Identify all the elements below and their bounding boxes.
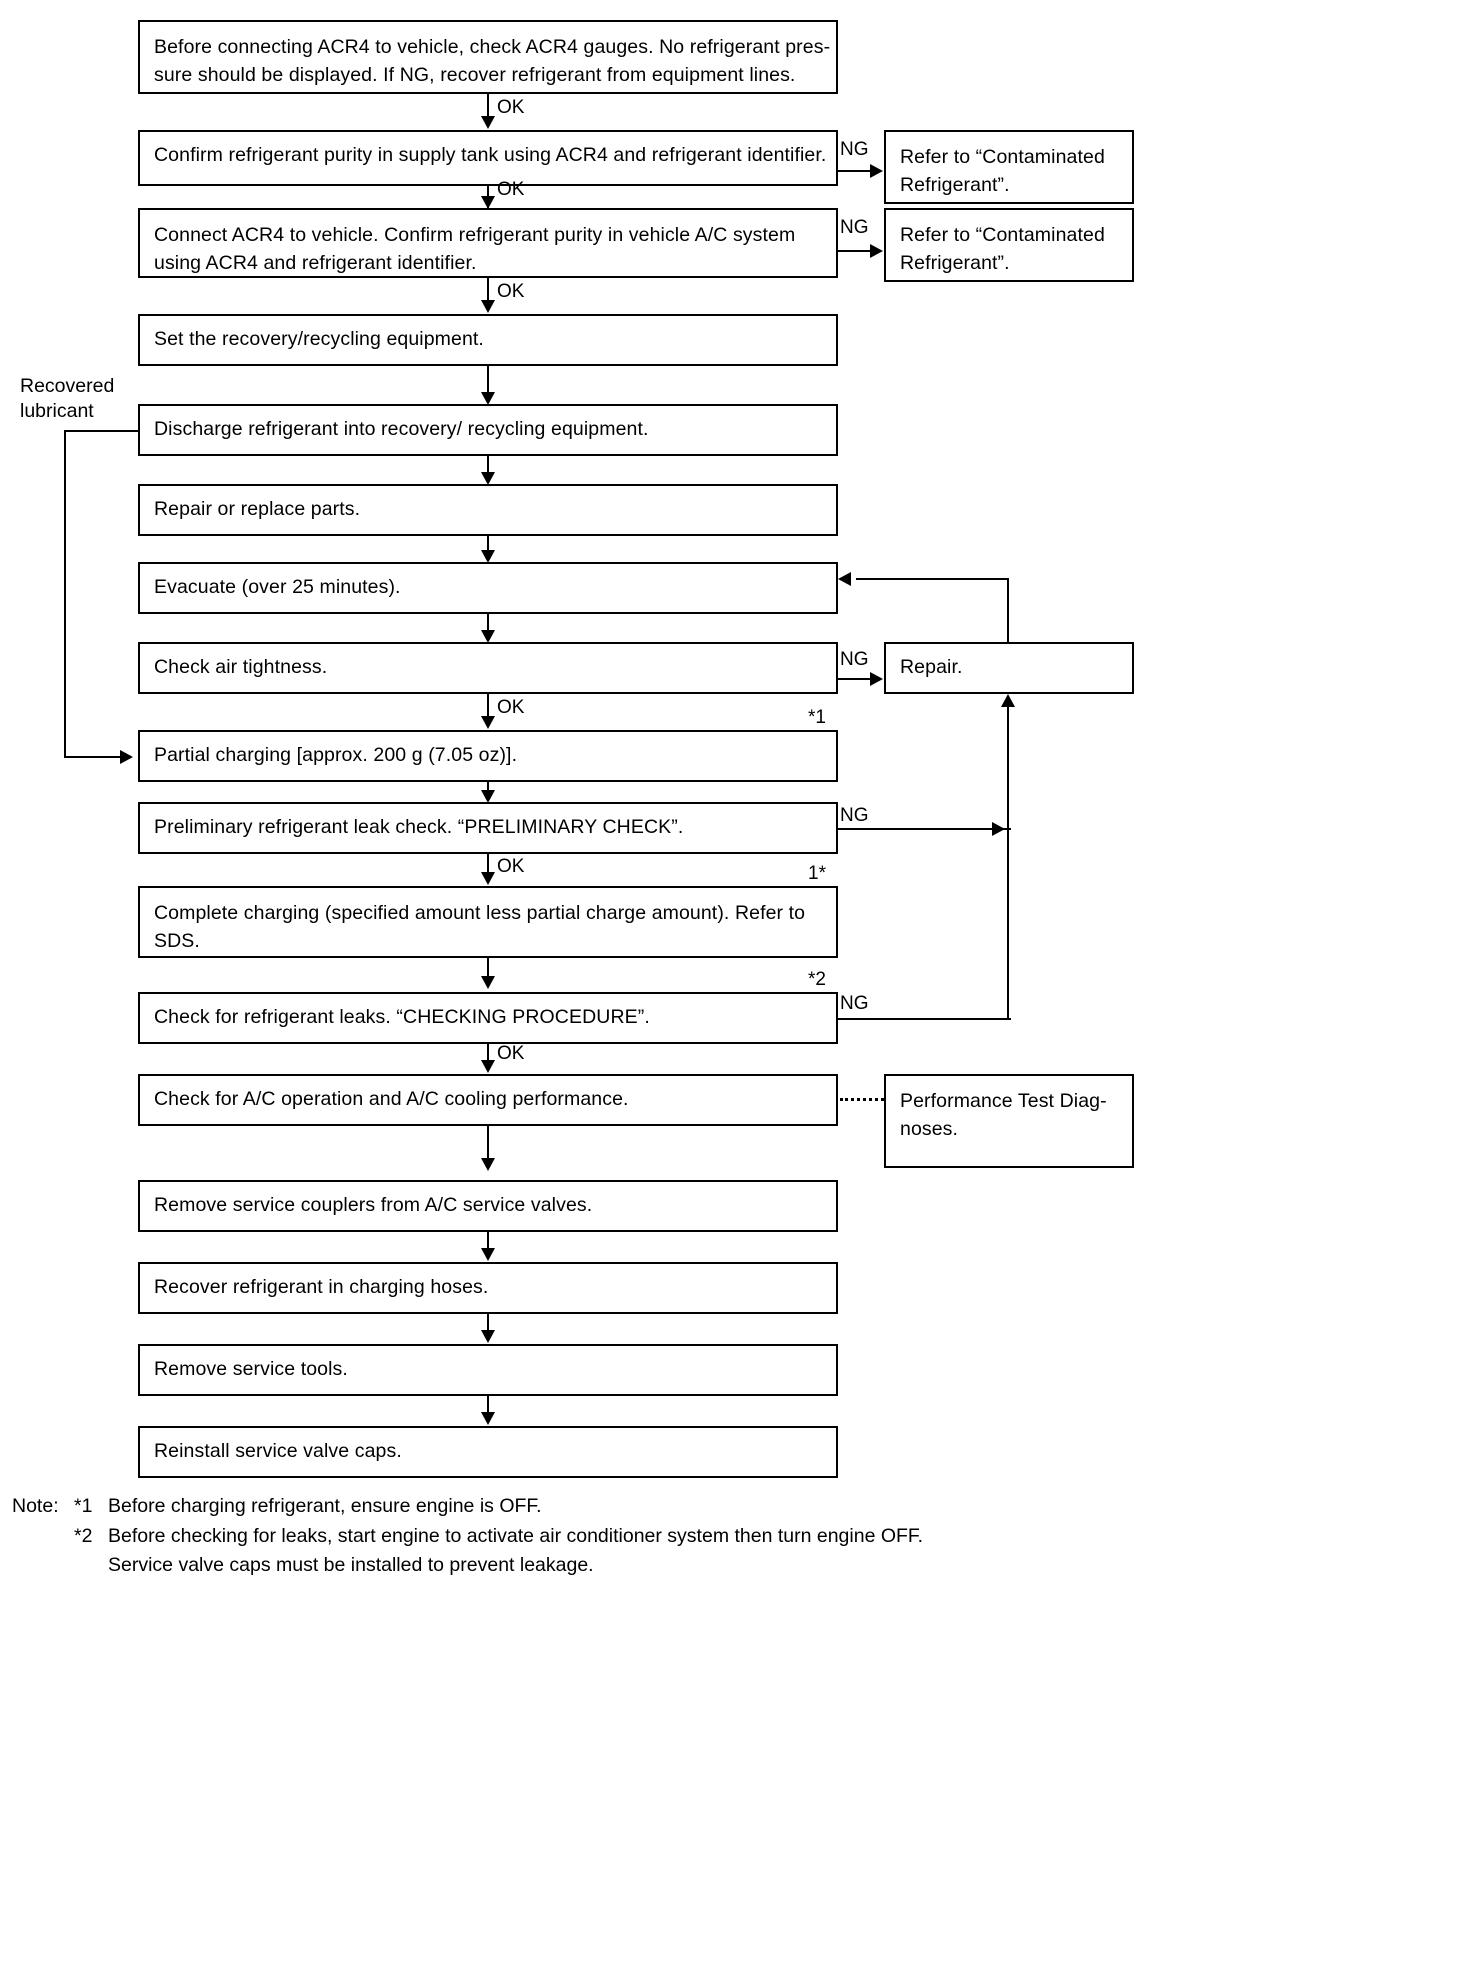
edge-label-ng-2: NG: [840, 217, 869, 238]
side-node-performance-test-diagnoses: Performance Test Diag- noses.: [884, 1074, 1134, 1168]
edge-label-ng-5: NG: [840, 993, 869, 1014]
connector-n7-n8: [487, 614, 489, 632]
connector-n11-n12: [487, 958, 489, 978]
arrowhead-right-bus-to-repair: [1001, 694, 1015, 707]
arrowhead-n2-n3: [481, 196, 495, 209]
flow-node-remove-service-tools: Remove service tools.: [138, 1344, 838, 1396]
connector-n10-n11: [487, 854, 489, 876]
connector-n4-n5: [487, 366, 489, 396]
connector-n10-ng-bus: [838, 828, 1011, 830]
connector-lubricant-to-partial-charging: [64, 756, 122, 758]
arrowhead-repair-return: [838, 572, 851, 586]
connector-n5-n6: [487, 456, 489, 476]
flow-node-confirm-supply-purity: Confirm refrigerant purity in supply tan…: [138, 130, 838, 186]
note-text-2b: Service valve caps must be installed to …: [108, 1554, 594, 1577]
marker-one-asterisk: 1*: [808, 863, 826, 884]
connector-n12-n13: [487, 1044, 489, 1064]
arrowhead-n12-n13: [481, 1060, 495, 1073]
edge-label-ng-1: NG: [840, 139, 869, 160]
connector-n8-ng-repair: [838, 678, 874, 680]
flow-node-set-equipment: Set the recovery/recycling equipment.: [138, 314, 838, 366]
connector-n14-n15: [487, 1232, 489, 1252]
connector-lubricant-vertical: [64, 430, 66, 756]
arrowhead-n3-ng: [870, 244, 883, 258]
flow-node-remove-service-couplers: Remove service couplers from A/C service…: [138, 1180, 838, 1232]
arrowhead-n7-n8: [481, 630, 495, 643]
connector-n9-n10: [487, 782, 489, 792]
marker-asterisk-1: *1: [808, 707, 826, 728]
flow-node-preliminary-leak-check: Preliminary refrigerant leak check. “PRE…: [138, 802, 838, 854]
edge-label-ok-3: OK: [497, 281, 525, 302]
connector-dotted-performance-test: [840, 1098, 884, 1101]
edge-label-ok-1: OK: [497, 97, 525, 118]
flow-node-check-air-tightness: Check air tightness.: [138, 642, 838, 694]
flow-node-repair-replace-parts: Repair or replace parts.: [138, 484, 838, 536]
arrowhead-n8-ng: [870, 672, 883, 686]
arrowhead-n6-n7: [481, 550, 495, 563]
marker-asterisk-2: *2: [808, 969, 826, 990]
connector-n2-ng-s1: [838, 170, 874, 172]
flow-node-check-refrigerant-leaks: Check for refrigerant leaks. “CHECKING P…: [138, 992, 838, 1044]
note-row-2: *2 Before checking for leaks, start engin…: [12, 1522, 923, 1552]
arrowhead-n1-n2: [481, 116, 495, 129]
flow-node-partial-charging: Partial charging [approx. 200 g (7.05 oz…: [138, 730, 838, 782]
side-label-recovered-lubricant: Recovered lubricant: [20, 374, 114, 425]
edge-label-ok-6: OK: [497, 1043, 525, 1064]
connector-n13-n14: [487, 1126, 489, 1166]
side-node-contaminated-refrigerant-1: Refer to “Contaminated Refrigerant”.: [884, 130, 1134, 204]
connector-n3-n4: [487, 278, 489, 306]
edge-label-ok-4: OK: [497, 697, 525, 718]
arrowhead-lubricant-to-partial-charging: [120, 750, 133, 764]
arrowhead-n10-n11: [481, 872, 495, 885]
flow-node-recover-refrigerant-hoses: Recover refrigerant in charging hoses.: [138, 1262, 838, 1314]
note-tag-1: *1: [74, 1495, 93, 1517]
edge-label-ok-2: OK: [497, 179, 525, 200]
edge-label-ng-3: NG: [840, 649, 869, 670]
edge-label-ok-5: OK: [497, 856, 525, 877]
arrowhead-n5-n6: [481, 472, 495, 485]
flow-node-complete-charging: Complete charging (specified amount less…: [138, 886, 838, 958]
flow-node-check-gauges: Before connecting ACR4 to vehicle, check…: [138, 20, 838, 94]
arrowhead-n10-ng-bus: [992, 822, 1005, 836]
note-text-2a: Before checking for leaks, start engine …: [108, 1524, 924, 1547]
notes-lead-label: Note:: [12, 1495, 59, 1517]
arrowhead-n9-n10: [481, 790, 495, 803]
note-tag-2: *2: [74, 1524, 93, 1547]
connector-right-bus-vertical: [1007, 706, 1009, 1020]
side-label-line-1: Recovered lubricant: [20, 375, 115, 423]
note-text-1: Before charging refrigerant, ensure engi…: [108, 1495, 542, 1517]
note-row-3: Service valve caps must be installed to …: [12, 1551, 923, 1581]
edge-label-ng-4: NG: [840, 805, 869, 826]
connector-n1-n2: [487, 94, 489, 118]
side-node-repair: Repair.: [884, 642, 1134, 694]
flow-node-reinstall-valve-caps: Reinstall service valve caps.: [138, 1426, 838, 1478]
arrowhead-n3-n4: [481, 300, 495, 313]
flow-node-check-ac-operation: Check for A/C operation and A/C cooling …: [138, 1074, 838, 1126]
connector-n8-n9: [487, 694, 489, 720]
arrowhead-n11-n12: [481, 976, 495, 989]
arrowhead-n14-n15: [481, 1248, 495, 1261]
connector-lubricant-from-discharge: [64, 430, 140, 432]
connector-n15-n16: [487, 1314, 489, 1334]
notes-block: Note: *1 Before charging refrigerant, ensu…: [12, 1492, 923, 1581]
flow-node-evacuate: Evacuate (over 25 minutes).: [138, 562, 838, 614]
arrowhead-n4-n5: [481, 392, 495, 405]
flow-node-connect-acr4: Connect ACR4 to vehicle. Confirm refrige…: [138, 208, 838, 278]
arrowhead-n2-ng: [870, 164, 883, 178]
note-row-1: Note: *1 Before charging refrigerant, ensu…: [12, 1492, 923, 1522]
connector-repair-return-vertical: [1007, 578, 1009, 644]
arrowhead-n13-n14: [481, 1158, 495, 1171]
connector-repair-return-horizontal: [856, 578, 1009, 580]
connector-n6-n7: [487, 536, 489, 554]
connector-n16-n17: [487, 1396, 489, 1416]
connector-n12-ng-bus: [838, 1018, 1011, 1020]
arrowhead-n16-n17: [481, 1412, 495, 1425]
connector-n3-ng-s2: [838, 250, 874, 252]
side-node-contaminated-refrigerant-2: Refer to “Contaminated Refrigerant”.: [884, 208, 1134, 282]
arrowhead-n15-n16: [481, 1330, 495, 1343]
flow-node-discharge-refrigerant: Discharge refrigerant into recovery/ rec…: [138, 404, 838, 456]
arrowhead-n8-n9: [481, 716, 495, 729]
